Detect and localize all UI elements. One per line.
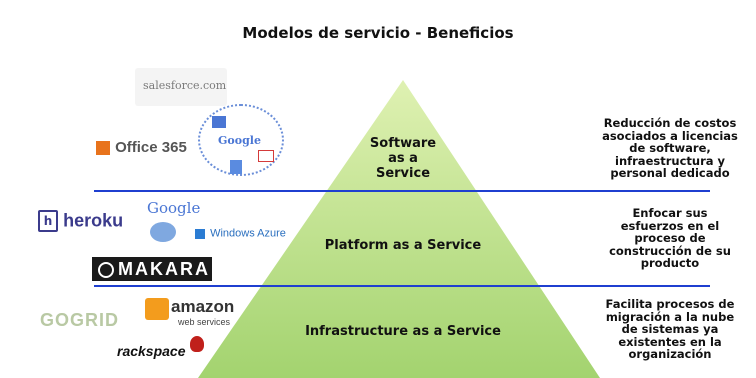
- diagram-title: Modelos de servicio - Beneficios: [242, 24, 514, 42]
- benefit-paas: Enfocar sus esfuerzos en el proceso de c…: [609, 206, 731, 270]
- pyramid-triangle: [198, 80, 600, 378]
- makara-icon: [98, 262, 114, 278]
- aws-icon: [145, 298, 169, 320]
- office-365-logo-text: Office 365: [115, 139, 187, 156]
- google-apps-logo-text: Google: [218, 134, 261, 147]
- heroku-icon: h: [38, 210, 58, 232]
- benefit-iaas: Facilita procesos de migración a la nube…: [605, 297, 735, 361]
- makara-logo: MAKARA: [92, 257, 212, 281]
- calendar-icon: [212, 116, 226, 128]
- rackspace-icon: [190, 336, 204, 352]
- web-services-logo-text: web services: [178, 317, 231, 327]
- layer-label-saas: Software as a Service: [369, 136, 437, 181]
- heroku-logo: h heroku: [38, 210, 123, 232]
- rackspace-logo-text: rackspace: [117, 343, 186, 359]
- windows-azure-logo: Windows Azure: [195, 223, 286, 242]
- salesforce-logo-text: salesforce.com: [143, 79, 227, 92]
- office-icon: [96, 140, 110, 155]
- windows-azure-icon: [195, 228, 205, 239]
- windows-azure-logo-text: Windows Azure: [210, 227, 286, 240]
- makara-logo-text: MAKARA: [118, 259, 210, 279]
- amazon-logo-text: amazon: [171, 297, 235, 316]
- app-engine-icon: [150, 222, 176, 242]
- gogrid-logo-text: GOGRID: [40, 310, 120, 330]
- layer-label-iaas: Infrastructure as a Service: [305, 324, 501, 339]
- google-apps-cloud: [198, 104, 284, 176]
- gmail-icon: [258, 150, 274, 162]
- google-app-engine-logo-text: Google: [147, 199, 201, 217]
- layer-label-paas: Platform as a Service: [324, 238, 482, 253]
- salesforce-logo: salesforce.com: [135, 68, 227, 106]
- docs-icon: [230, 160, 242, 174]
- heroku-logo-text: heroku: [63, 210, 124, 231]
- office-365-logo: Office 365: [96, 137, 187, 156]
- benefit-saas: Reducción de costos asociados a licencia…: [602, 116, 738, 180]
